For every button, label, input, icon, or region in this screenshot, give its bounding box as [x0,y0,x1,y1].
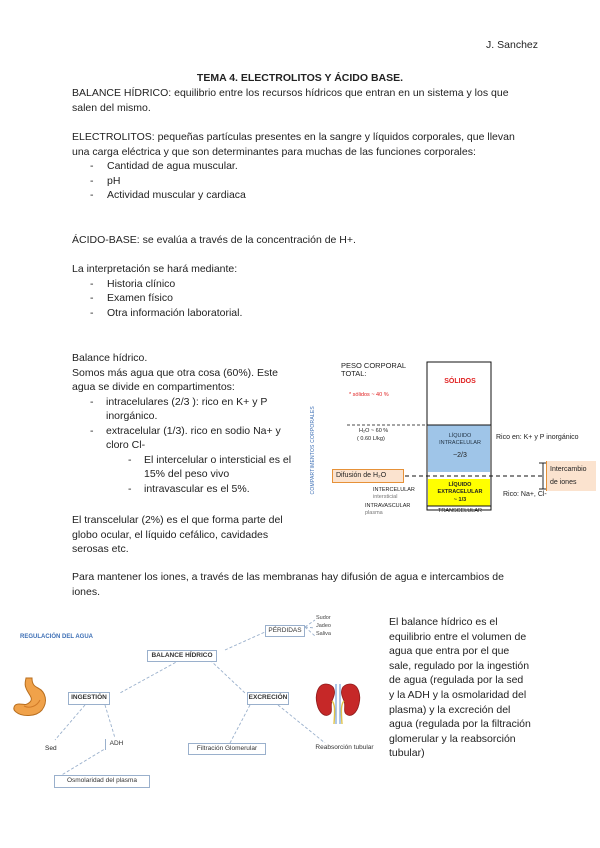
list-item: intracelulares (2/3 ): rico en K+ y P in… [72,395,302,424]
section-heading: Balance hídrico. [72,352,148,364]
transcelular-label: TRANSCELULAR [437,508,482,514]
list-item: extracelular (1/3). rico en sodio Na+ y … [72,424,302,453]
balance-hidrico-definition: BALANCE HÍDRICO: equilibrio entre los re… [72,87,509,114]
difusion-box: Difusión de H₂O [332,469,404,483]
list-item: intravascular es el 5%. [72,482,302,497]
ingestion-box: INGESTIÓN [68,692,110,705]
intravascular-label: INTRAVASCULAR [365,503,411,509]
extracelular-box-label: LÍQUIDO EXTRACELULAR [437,482,483,495]
rico-na-cl-label: Rico: Na+, Cl- [503,491,547,498]
regulation-connectors [54,619,326,777]
list-item: pH [72,174,527,189]
figure2-title: REGULACIÓN DEL AGUA [20,634,94,640]
intercelular-label: INTERCELULAR [373,487,415,493]
balance-intro: Somos más agua que otra cosa (60%). Este… [72,366,279,394]
extracelular-fraction: ~ 1/3 [453,497,467,503]
interpretacion-section: La interpretación se hará mediante: Hist… [72,262,527,320]
electrolitos-text: ELECTROLITOS: pequeñas partículas presen… [72,131,515,158]
author-name: J. Sanchez [486,39,538,51]
regulation-explanation: El balance hídrico es el equilibrio entr… [389,616,531,760]
perdidas-box: PÉRDIDAS [265,625,305,637]
osmolaridad-box: Osmolaridad del plasma [54,775,150,788]
intercambio-box: Intercambio de iones [546,461,596,491]
page-title: TEMA 4. ELECTROLITOS Y ÁCIDO BASE. [196,72,404,84]
list-item: El intercelular o intersticial es el 15%… [72,453,302,482]
balance-hidrico-box: BALANCE HÍDRICO [147,650,217,662]
intravascular-sub: plasma [365,510,383,516]
electrolitos-section: ELECTROLITOS: pequeñas partículas presen… [72,130,527,203]
solidos-percent: * sólidos ~ 40 % [349,392,389,398]
stomach-icon [10,676,50,718]
list-item: Historia clínico [72,277,527,292]
compartments-lines [347,361,547,511]
intracelular-fill [428,425,490,472]
transcelular-text: El transcelular (2%) es el que forma par… [72,514,283,555]
vertical-axis-label: COMPARTIMENTOS CORPORALES [309,406,316,495]
interpretacion-text: La interpretación se hará mediante: [72,263,238,275]
intercelular-sub: intersticial [373,494,398,500]
mantener-iones-text: Para mantener los iones, a través de las… [72,571,504,598]
intracelular-fraction: ~2/3 [453,452,467,459]
solidos-label: SÓLIDOS [444,378,476,385]
perdidas-list: Sudor Jadeo Saliva [316,614,331,638]
list-item: Actividad muscular y cardiaca [72,188,527,203]
adh-box: ADH [105,739,127,750]
filtracion-box: Filtración Glomerular [188,743,266,755]
list-item: Sudor [316,615,331,621]
sed-label: Sed [45,745,57,752]
balance-section: Balance hídrico. Somos más agua que otra… [72,351,302,496]
extracelular-fill [428,479,490,506]
list-item: Otra información laboratorial. [72,306,527,321]
vertical-label-wrap: COMPARTIMENTOS CORPORALES [305,392,317,512]
list-item: Saliva [316,631,331,637]
compartments-figure: COMPARTIMENTOS CORPORALES PESO CORPORAL … [305,358,600,518]
h2o-percent: H₂O ~ 60 % [359,428,389,434]
peso-total-label: PESO CORPORAL TOTAL: [341,361,406,378]
list-item: Examen físico [72,291,527,306]
intracelular-box-label: LÍQUIDO INTRACELULAR [439,433,481,446]
acido-base-text: ÁCIDO-BASE: se evalúa a través de la con… [72,234,356,246]
kidneys-icon [314,680,362,725]
reabsorcion-label: Reabsorción tubular [312,743,377,755]
rico-k-p-label: Rico en: K+ y P inorgánico [496,434,579,441]
list-item: Jadeo [316,623,331,629]
list-item: Cantidad de agua muscular. [72,159,527,174]
water-regulation-figure: REGULACIÓN DEL AGUA BALANCE HÍDRICO PÉRD… [10,610,380,800]
excrecion-box: EXCRECIÓN [247,692,289,705]
h2o-per-kg: ( 0.60 L/kg) [357,436,385,442]
